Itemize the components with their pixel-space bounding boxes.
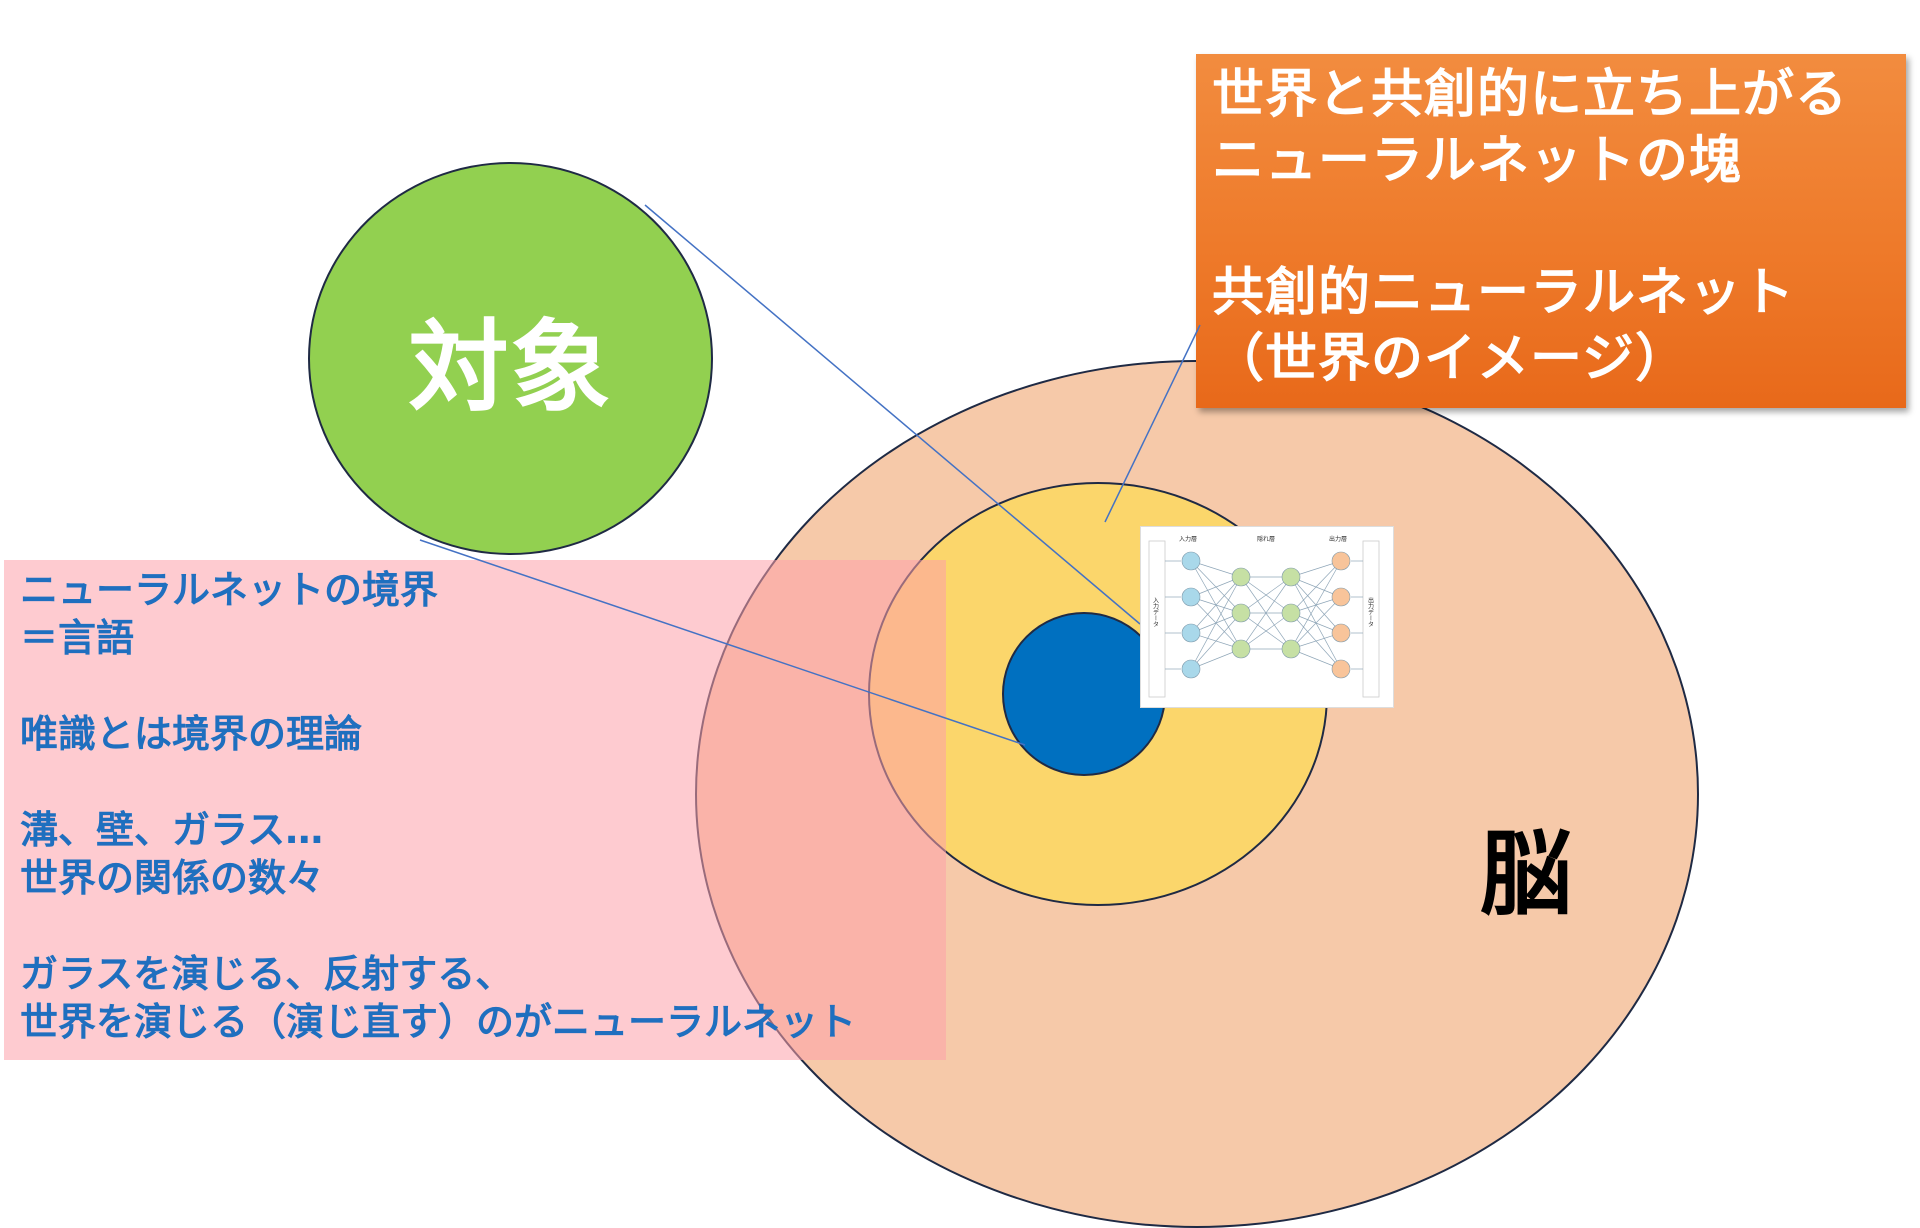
object-label: 対象: [408, 309, 613, 426]
text-line: ニューラルネットの境界: [20, 568, 439, 612]
output-data-label: 出力データ: [1367, 596, 1374, 627]
language-boundary-textbox: ニューラルネットの境界 ＝言語 唯識とは境界の理論 溝、壁、ガラス… 世界の関係…: [4, 560, 946, 1060]
output-node: [1331, 623, 1351, 643]
text-line: 世界の関係の数々: [20, 856, 325, 900]
input-node: [1181, 659, 1201, 679]
input-data-bar: [1148, 540, 1166, 698]
output-data-bar: [1362, 540, 1380, 698]
text-line: ＝言語: [20, 616, 135, 660]
input-node: [1181, 587, 1201, 607]
hidden-node: [1281, 639, 1301, 659]
brain-label: 脳: [1480, 821, 1573, 928]
text-line: 世界と共創的に立ち上がる: [1212, 65, 1849, 125]
text-line: 世界を演じる（演じ直す）のがニューラルネット: [20, 1000, 857, 1044]
network-nodes: [1181, 551, 1351, 679]
text-line: 溝、壁、ガラス…: [20, 808, 324, 852]
text-line: 唯識とは境界の理論: [20, 712, 363, 756]
output-node: [1331, 587, 1351, 607]
hidden-node: [1231, 603, 1251, 623]
hidden-node: [1281, 603, 1301, 623]
slide: 対象 脳 ニューラルネットの境界 ＝言語 唯識とは境界の理論 溝、壁、ガラス… …: [4, 54, 1906, 1228]
text-line: （世界のイメージ）: [1212, 329, 1688, 389]
network-edge: [1190, 576, 1242, 634]
output-node: [1331, 659, 1351, 679]
hidden-layer-header: 隠れ層: [1257, 535, 1275, 543]
blank-line: [20, 662, 946, 710]
blank-line: [20, 902, 946, 950]
network-edges: [1165, 560, 1363, 670]
text-line: 共創的ニューラルネット: [1212, 263, 1796, 323]
network-edge: [1190, 576, 1242, 670]
network-edge: [1290, 560, 1342, 650]
text-line: ガラスを演じる、反射する、: [20, 952, 514, 996]
network-edge: [1290, 560, 1342, 614]
co-creative-neural-net-callout: 世界と共創的に立ち上がる ニューラルネットの塊 共創的ニューラルネット （世界の…: [1196, 54, 1906, 408]
input-layer-header: 入力層: [1179, 535, 1197, 543]
blank-line: [20, 758, 946, 806]
network-edge: [1240, 576, 1292, 650]
neural-network-figure: 入力層 隠れ層 出力層 入力データ 出力データ: [1140, 526, 1394, 708]
network-edge: [1190, 612, 1242, 670]
network-edge: [1240, 576, 1292, 614]
object-circle: 対象: [308, 162, 713, 555]
text-line: ニューラルネットの塊: [1212, 131, 1743, 191]
hidden-node: [1231, 639, 1251, 659]
input-data-label: 入力データ: [1152, 597, 1159, 627]
output-layer-header: 出力層: [1329, 535, 1347, 543]
network-edge: [1240, 612, 1292, 650]
input-node: [1181, 551, 1201, 571]
hidden-node: [1231, 567, 1251, 587]
blank-line: [1212, 194, 1906, 260]
input-node: [1181, 623, 1201, 643]
hidden-node: [1281, 567, 1301, 587]
neural-network-diagram: 入力層 隠れ層 出力層 入力データ 出力データ: [1148, 535, 1380, 698]
output-node: [1331, 551, 1351, 571]
network-edge: [1290, 596, 1342, 650]
